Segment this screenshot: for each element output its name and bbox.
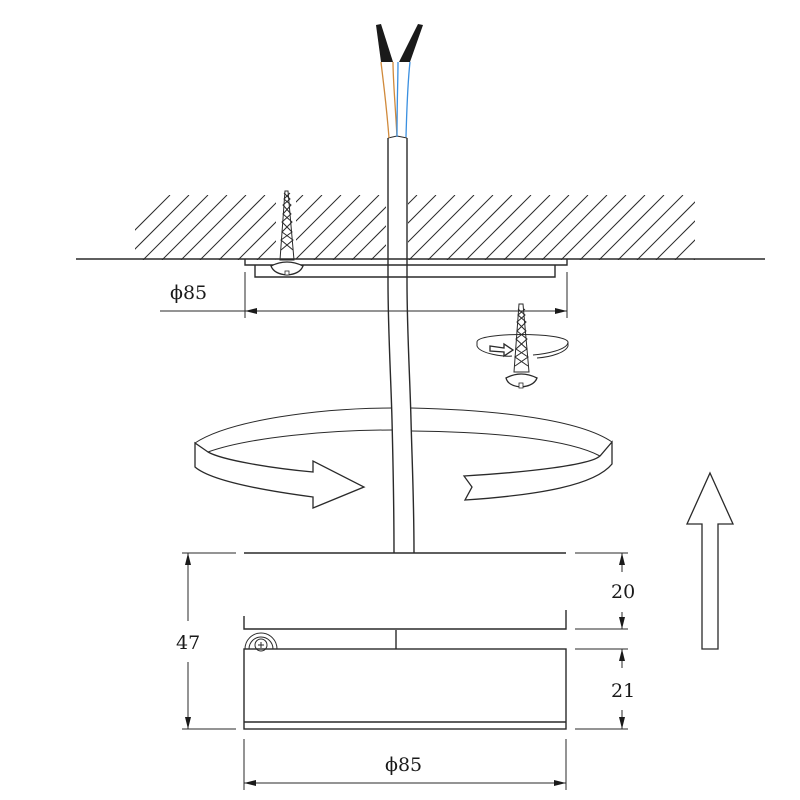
ceiling-screw-icon [270, 190, 304, 276]
blue-wire-tip [399, 24, 423, 62]
dimension-body-height: 21 [575, 648, 635, 730]
mount-plate-diameter-label: ϕ85 [170, 282, 207, 304]
body-height-label: 21 [611, 680, 635, 702]
dimension-total-height: 47 [176, 552, 236, 730]
fixture-body [243, 552, 567, 730]
locking-screw-icon [244, 632, 278, 652]
ceiling-hatch [135, 195, 695, 260]
dimension-fixture-diameter: ϕ85 [243, 739, 567, 790]
mounting-plate [244, 259, 568, 278]
cable-hole [386, 140, 408, 260]
total-height-label: 47 [176, 632, 200, 654]
supply-cable-icon [376, 24, 423, 554]
fixture-diameter-label: ϕ85 [385, 754, 422, 776]
twist-lock-rotate-arrow-icon [194, 407, 613, 509]
brown-wire-tip [376, 24, 393, 62]
dimension-mount-plate-diameter: ϕ85 [160, 272, 568, 318]
dimension-gap-height: 20 [575, 552, 635, 630]
loose-screw-rotate-icon [476, 303, 569, 389]
gap-height-label: 20 [611, 581, 635, 603]
push-up-arrow-icon [685, 471, 735, 650]
